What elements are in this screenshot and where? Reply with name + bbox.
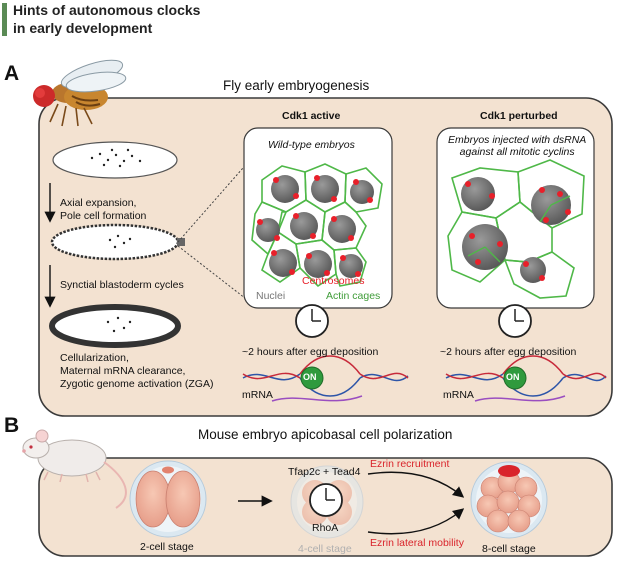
panel-a-title: Fly early embryogenesis [223,78,370,93]
on-label-active: ON [303,372,317,382]
active-time-label: ~2 hours after egg deposition [242,346,379,358]
step-axial-expansion: Axial expansion, Pole cell formation [60,197,147,222]
mrna-label-perturbed: mRNA [443,389,474,401]
embryo-blastoderm [50,223,185,261]
panel-b-letter: B [4,414,20,437]
step-cellularization: Cellularization, Maternal mRNA clearance… [60,352,214,390]
panel-b-title: Mouse embryo apicobasal cell polarizatio… [198,427,453,442]
header-accent-bar [2,3,7,36]
two-cell-embryo [129,460,207,538]
active-actin-cages [251,163,383,288]
label-centrosomes: Centrosomes [302,275,365,287]
perturbed-heading: Cdk1 perturbed [480,110,558,122]
transcription-active [242,355,409,402]
label-four-cell-stage: 4-cell stage [298,543,352,555]
on-badge-perturbed [503,366,527,390]
transcription-perturbed [445,355,607,402]
perturbed-centrosomes [465,181,571,281]
mrna-label-active: mRNA [242,389,273,401]
label-ezrin-recruitment: Ezrin recruitment [370,458,450,470]
active-box-title: Wild-type embryos [268,139,355,151]
on-label-perturbed: ON [506,372,520,382]
label-eight-cell-stage: 8-cell stage [482,543,536,555]
label-rhoa: RhoA [312,522,339,534]
label-actin-cages: Actin cages [326,290,381,302]
eight-cell-embryo [470,461,548,539]
embryo-cellularized [49,304,181,348]
label-ezrin-lateral-mobility: Ezrin lateral mobility [370,537,464,549]
panel-a-letter: A [4,62,20,85]
label-nuclei: Nuclei [256,290,286,302]
clock-icon-perturbed [498,304,532,338]
clock-icon-mouse [309,483,343,517]
arrow-ezrin-recruitment [367,471,465,498]
mouse-illustration [22,429,127,509]
fly-illustration [33,59,127,127]
label-tfap2c-tead4: Tfap2c + Tead4 [288,466,361,478]
step-synctial-cycles: Synctial blastoderm cycles [60,279,184,291]
label-two-cell-stage: 2-cell stage [140,541,194,553]
perturbed-time-label: ~2 hours after egg deposition [440,346,577,358]
active-heading: Cdk1 active [282,110,341,122]
on-badge-active [300,366,324,390]
embryo-early [52,141,178,179]
clock-icon-active [295,304,329,338]
arrow-ezrin-lateral [367,508,465,535]
perturbed-box-title: Embryos injected with dsRNA against all … [448,134,587,158]
header-title: Hints of autonomous clocks in early deve… [13,2,201,36]
active-centrosomes [257,175,373,277]
